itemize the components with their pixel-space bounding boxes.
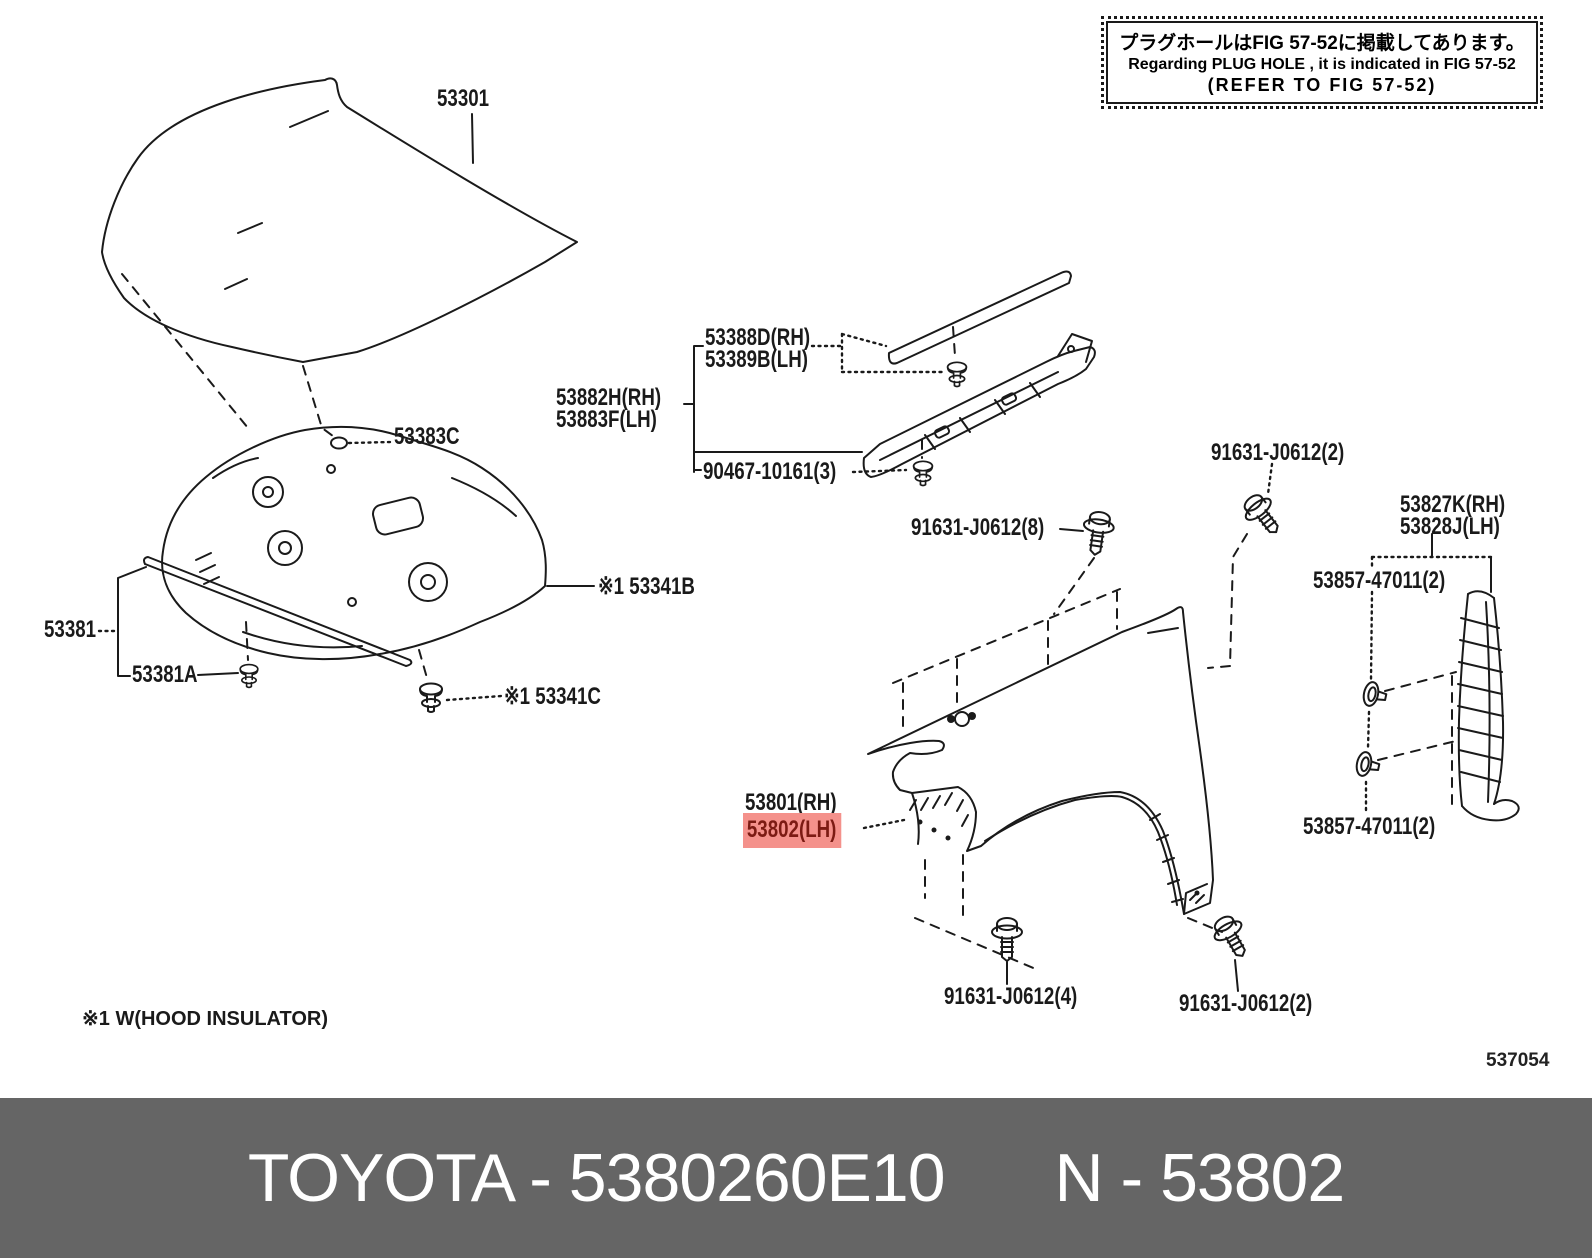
part-label-brace-clip-bottom[interactable]: 53857-47011(2) — [1303, 813, 1436, 840]
part-label-cowl-clip[interactable]: 90467-10161(3) — [703, 458, 837, 485]
figure-code: 537054 — [1486, 1050, 1550, 1071]
part-label-brace-lh[interactable]: 53828J(LH) — [1400, 513, 1500, 540]
part-label-bolt-8[interactable]: 91631-J0612(8) — [911, 514, 1045, 541]
footer-catalog-text: TOYOTA - 5380260E10 — [247, 1140, 946, 1216]
hood-insulator-footnote: ※1 W(HOOD INSULATOR) — [82, 1008, 329, 1030]
part-label-bolt-2-bottom[interactable]: 91631-J0612(2) — [1179, 990, 1313, 1017]
part-label-hood[interactable]: 53301 — [437, 85, 490, 112]
part-label-brace-rh[interactable]: 53827K(RH) — [1400, 491, 1506, 518]
part-label-cowl-rh[interactable]: 53882H(RH) — [556, 384, 662, 411]
hood-panel-drawing — [101, 77, 578, 450]
note-line-japanese: プラグホールはFIG 57-52に掲載してあります。 — [1119, 33, 1525, 54]
part-label-hood-seal[interactable]: 53381 — [44, 616, 97, 643]
apron-brace-drawing — [1353, 533, 1520, 822]
part-label-molding-rh[interactable]: 53388D(RH) — [705, 324, 811, 351]
hood-insulator-drawing — [161, 425, 595, 661]
part-label-insulator-clip[interactable]: ※1 53341C — [504, 683, 601, 710]
cowl-side-panel-drawing — [683, 333, 1096, 487]
fender-drawing — [862, 588, 1223, 971]
part-label-brace-clip-top[interactable]: 53857-47011(2) — [1313, 567, 1446, 594]
part-label-cowl-lh[interactable]: 53883F(LH) — [556, 406, 657, 433]
part-label-bolt-2-top[interactable]: 91631-J0612(2) — [1211, 439, 1345, 466]
hood-molding-drawing — [810, 270, 1072, 388]
part-label-fender-lh-highlighted[interactable]: 53802(LH) — [743, 813, 842, 849]
footer-bar: TOYOTA - 5380260E10 N - 53802 — [0, 1098, 1592, 1258]
note-line-refer: (REFER TO FIG 57-52) — [1207, 75, 1437, 95]
part-label-insulator[interactable]: ※1 53341B — [598, 573, 695, 600]
part-label-hood-grommet[interactable]: 53383C — [394, 423, 460, 450]
part-label-molding-lh[interactable]: 53389B(LH) — [705, 346, 808, 373]
note-line-english: Regarding PLUG HOLE , it is indicated in… — [1128, 56, 1516, 73]
bolt-fasteners-drawing — [991, 462, 1289, 992]
footer-ref-text: N - 53802 — [1054, 1140, 1346, 1216]
plug-hole-note-box: プラグホールはFIG 57-52に掲載してあります。 Regarding PLU… — [1101, 16, 1543, 109]
part-label-bolt-4[interactable]: 91631-J0612(4) — [944, 983, 1078, 1010]
hood-seal-drawing — [97, 556, 503, 713]
part-label-fender-rh[interactable]: 53801(RH) — [745, 789, 837, 816]
part-label-hood-seal-clip[interactable]: 53381A — [132, 661, 198, 688]
